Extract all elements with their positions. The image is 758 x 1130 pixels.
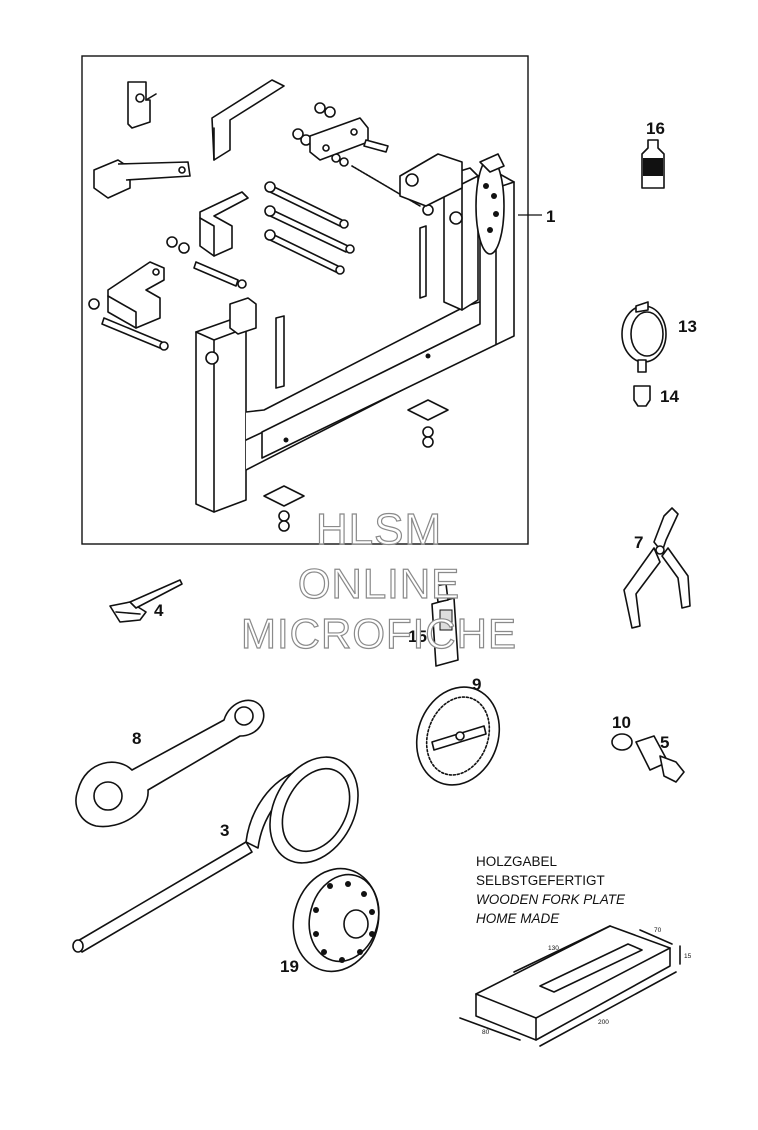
callout-14: 14 [660, 387, 679, 406]
callout-13: 13 [678, 317, 697, 336]
part-8-wrench [75, 699, 265, 828]
callout-3: 3 [220, 821, 229, 840]
main-stand-frame [195, 167, 515, 513]
kit-frame-box [81, 55, 529, 545]
dim-200: 200 [598, 1019, 609, 1026]
part-13-dial-gauge [621, 301, 667, 373]
part-3-holder [72, 756, 359, 953]
callout-15: 15 [408, 627, 427, 646]
callout-1: 1 [546, 207, 555, 226]
part-14-adapter [633, 385, 651, 407]
part-4-tool [109, 579, 183, 623]
part-10-cap [611, 733, 633, 751]
head-plate-part [399, 153, 505, 255]
callout-9: 9 [472, 675, 481, 694]
block-arm-part [93, 159, 191, 199]
u-bracket-part [199, 191, 249, 257]
callout-5: 5 [660, 733, 669, 752]
bracket-small-part [127, 81, 157, 129]
wooden-fork-plate [459, 925, 681, 1047]
note-line-4: HOME MADE [476, 911, 560, 926]
l-bracket-part [211, 79, 285, 161]
callout-4: 4 [154, 601, 164, 620]
part-15-tube [431, 583, 459, 667]
dim-80: 80 [482, 1029, 490, 1036]
part-19-pulley [292, 867, 380, 973]
part-16-bottle [641, 139, 665, 189]
note-line-2: SELBSTGEFERTIGT [476, 873, 605, 888]
part-5-adapter [635, 735, 685, 783]
dim-70: 70 [654, 927, 662, 934]
note-line-1: HOLZGABEL [476, 854, 558, 869]
dim-130: 130 [548, 945, 559, 952]
nuts-washers [88, 102, 434, 310]
callout-19: 19 [280, 957, 299, 976]
note-line-3: WOODEN FORK PLATE [476, 892, 626, 907]
u-bracket-lower-part [107, 261, 165, 329]
bolt-set [101, 181, 355, 351]
part-9-disc [415, 686, 501, 786]
callout-8: 8 [132, 729, 141, 748]
floor-pads [263, 399, 449, 532]
callout-10: 10 [612, 713, 631, 732]
callout-7: 7 [634, 533, 643, 552]
callout-16: 16 [646, 119, 665, 138]
part-7-pliers [623, 507, 691, 629]
dim-15: 15 [684, 953, 692, 960]
